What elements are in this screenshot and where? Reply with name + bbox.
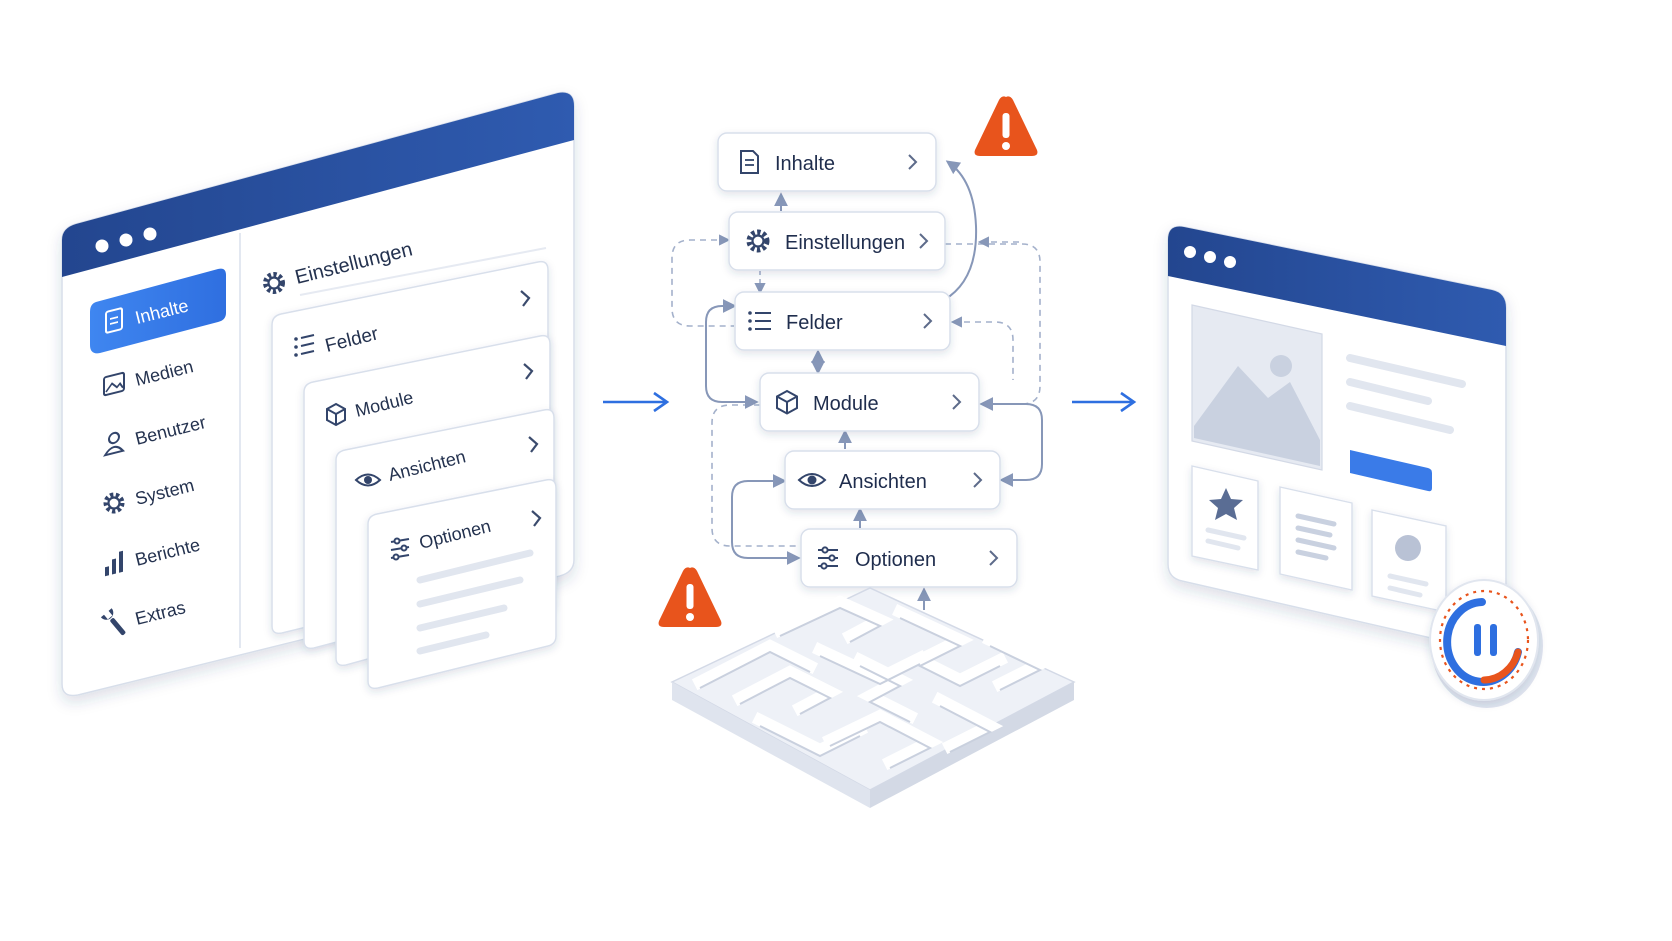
flow-diagram: Inhalte Einstellungen Felder: [658, 96, 1076, 808]
image-icon: [103, 371, 125, 397]
warning-icon: [974, 96, 1038, 156]
chevron-right-icon: [523, 363, 534, 380]
sliders-icon: [818, 546, 838, 570]
loading-badge-icon: [1429, 579, 1543, 708]
chevron-right-icon: [952, 394, 962, 410]
arrow-flow-to-right: [1072, 391, 1137, 413]
cta-button[interactable]: [1350, 450, 1432, 492]
chevron-right-icon: [908, 154, 918, 170]
list-icon: [748, 311, 771, 331]
gear-icon: [746, 229, 770, 253]
list-lines-icon: [1295, 513, 1337, 561]
chevron-right-icon: [923, 313, 933, 329]
left-window-titlebar: [62, 92, 574, 278]
cube-icon: [776, 389, 798, 415]
chevron-right-icon: [989, 550, 999, 566]
window-dot: [1184, 246, 1196, 258]
flow-node-inhalte[interactable]: Inhalte: [717, 132, 937, 192]
flow-node-inhalte-label: Inhalte: [775, 153, 835, 175]
avatar-icon: [1395, 535, 1421, 561]
list-icon: [294, 334, 315, 357]
window-dot: [119, 233, 133, 247]
window-dot: [1224, 256, 1236, 268]
flow-node-module[interactable]: Module: [759, 372, 980, 432]
window-dot: [1204, 251, 1216, 263]
sliders-icon: [390, 537, 410, 561]
wrench-icon: [100, 608, 126, 636]
warning-icon: [658, 567, 722, 627]
document-icon: [105, 307, 123, 334]
chevron-right-icon: [973, 472, 983, 488]
user-icon: [102, 431, 126, 457]
flow-node-optionen-label: Optionen: [855, 549, 936, 571]
right-window-titlebar: [1168, 226, 1506, 346]
eye-icon: [797, 473, 827, 487]
star-icon: [1209, 488, 1243, 520]
flow-node-felder[interactable]: Felder: [734, 291, 951, 351]
gear-icon: [103, 492, 125, 514]
card-avatar[interactable]: [1371, 509, 1447, 613]
gear-icon: [263, 272, 285, 294]
chevron-right-icon: [520, 290, 531, 307]
flow-node-einstellungen[interactable]: Einstellungen: [728, 211, 946, 271]
window-dot: [95, 239, 109, 253]
flow-node-einstellungen-label: Einstellungen: [785, 232, 905, 254]
flow-node-ansichten-label: Ansichten: [839, 471, 927, 493]
flow-node-optionen[interactable]: Optionen: [800, 528, 1018, 588]
flow-node-felder-label: Felder: [786, 312, 843, 334]
left-cms-window: Inhalte Medien Benutzer System Berichte …: [61, 91, 575, 697]
cube-icon: [326, 402, 346, 427]
window-dot: [143, 227, 157, 241]
image-placeholder-icon: [1191, 304, 1323, 471]
arrow-left-to-flow: [603, 391, 670, 413]
maze-icon: [670, 587, 1076, 808]
flow-node-ansichten[interactable]: Ansichten: [784, 450, 1001, 510]
eye-icon: [354, 473, 382, 487]
flow-node-module-label: Module: [813, 393, 879, 415]
sidebar-active-highlight[interactable]: [90, 268, 226, 354]
chevron-right-icon: [531, 510, 542, 527]
stack-card-optionen[interactable]: Optionen: [367, 478, 557, 690]
document-icon: [740, 150, 759, 174]
bar-chart-icon: [105, 550, 123, 577]
chevron-right-icon: [919, 233, 929, 249]
chevron-right-icon: [528, 436, 539, 453]
card-star[interactable]: [1191, 465, 1259, 571]
right-preview-window: [1167, 225, 1543, 708]
card-list[interactable]: [1279, 486, 1353, 591]
